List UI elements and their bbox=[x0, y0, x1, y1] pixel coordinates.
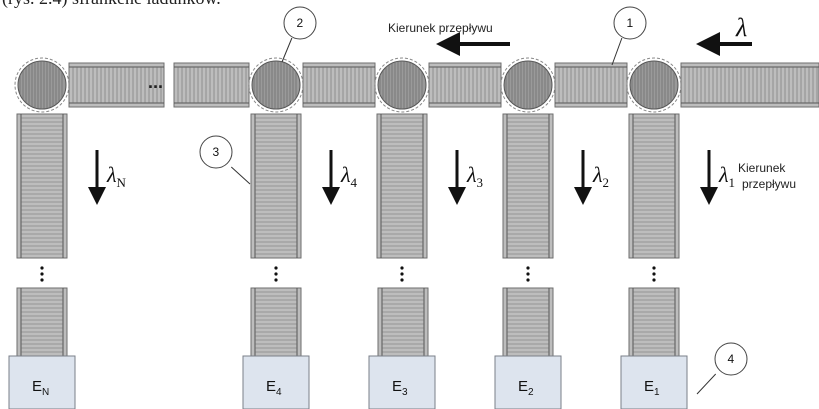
side-flow-label-line1: Kierunek bbox=[738, 161, 786, 175]
branch-belt-lower-N bbox=[16, 287, 68, 357]
roller-3 bbox=[374, 57, 430, 113]
belt-segment-4a bbox=[173, 62, 250, 108]
branch-conveyors: λN λ4 λ3 λ2 λ1 bbox=[16, 113, 735, 357]
branch-belt-upper-2 bbox=[502, 113, 554, 259]
flow-direction-label: Kierunek przepływu bbox=[388, 21, 493, 35]
belt-segment-2 bbox=[554, 62, 628, 108]
main-conveyor-line bbox=[14, 57, 819, 113]
horizontal-ellipsis: ... bbox=[148, 72, 163, 92]
vertical-ellipsis-3 bbox=[400, 266, 404, 282]
callout-1: 1 bbox=[611, 6, 647, 66]
belt-segment-4b bbox=[302, 62, 376, 108]
belt-segment-N bbox=[68, 62, 165, 108]
roller-N bbox=[14, 57, 70, 113]
callout-3: 3 bbox=[199, 135, 251, 185]
roller-2 bbox=[500, 57, 556, 113]
rate-label-1: λ1 bbox=[718, 162, 735, 190]
branch-belt-upper-1 bbox=[628, 113, 680, 259]
branch-belt-upper-3 bbox=[376, 113, 428, 259]
station-box-4 bbox=[242, 355, 310, 409]
belt-segment-input bbox=[680, 62, 819, 108]
callouts: 1 2 3 4 bbox=[199, 6, 748, 395]
rate-label-4: λ4 bbox=[340, 162, 358, 190]
branch-belt-upper-4 bbox=[250, 113, 302, 259]
rate-label-2: λ2 bbox=[592, 162, 609, 190]
station-box-N bbox=[8, 355, 76, 409]
svg-text:4: 4 bbox=[728, 352, 735, 366]
branch-belt-lower-4 bbox=[250, 287, 302, 357]
branch-belt-lower-2 bbox=[502, 287, 554, 357]
branch-belt-lower-1 bbox=[628, 287, 680, 357]
svg-text:2: 2 bbox=[297, 16, 304, 30]
callout-4: 4 bbox=[696, 342, 748, 395]
rate-label-N: λN bbox=[106, 162, 127, 190]
branch-belt-upper-N bbox=[16, 113, 68, 259]
side-flow-label-line2: przepływu bbox=[742, 177, 796, 191]
svg-text:3: 3 bbox=[213, 145, 220, 159]
page-caption: (rys. 2.4) sfrankene ładunków. bbox=[2, 0, 221, 9]
station-box-3 bbox=[368, 355, 436, 409]
roller-4 bbox=[248, 57, 304, 113]
roller-1 bbox=[626, 57, 682, 113]
vertical-ellipsis-N bbox=[40, 266, 44, 282]
station-box-1 bbox=[620, 355, 688, 409]
callout-2: 2 bbox=[281, 6, 317, 63]
branch-belt-lower-3 bbox=[377, 287, 429, 357]
station-box-2 bbox=[494, 355, 562, 409]
vertical-ellipsis-4 bbox=[274, 266, 278, 282]
input-rate-label: λ bbox=[735, 13, 747, 42]
vertical-ellipsis-2 bbox=[526, 266, 530, 282]
rate-label-3: λ3 bbox=[466, 162, 483, 190]
svg-text:1: 1 bbox=[627, 16, 634, 30]
vertical-ellipsis-1 bbox=[652, 266, 656, 282]
belt-segment-3 bbox=[428, 62, 502, 108]
